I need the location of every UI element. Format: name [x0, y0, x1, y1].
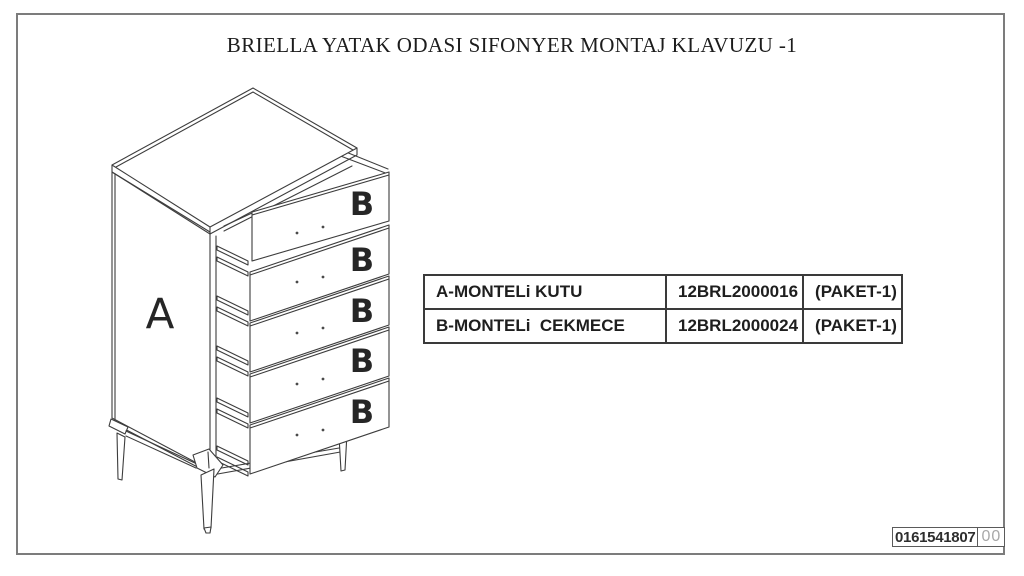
cabinet-legs	[108, 418, 224, 534]
drawer-label-4: B	[350, 342, 374, 380]
part-code: 12BRL2000016	[664, 274, 805, 310]
drawer-label-3: B	[350, 292, 374, 330]
document-code-box: 0161541807 00	[892, 527, 1006, 547]
front-left-leg-bracket	[192, 448, 224, 478]
page-title: BRIELLA YATAK ODASI SIFONYER MONTAJ KLAV…	[226, 33, 798, 57]
table-row: B-MONTELi CEKMECE 12BRL2000024 (PAKET-1)	[423, 308, 903, 344]
part-code: 12BRL2000024	[664, 308, 805, 344]
drawer-front-4: B	[249, 326, 390, 424]
front-left-leg	[200, 468, 215, 530]
cabinet-top-panel	[111, 87, 358, 235]
part-package: (PAKET-1)	[802, 308, 903, 344]
cabinet-label: A	[146, 290, 175, 339]
part-package: (PAKET-1)	[802, 274, 903, 310]
drawer-front-5: B	[249, 377, 390, 475]
revision-code: 00	[978, 527, 1006, 547]
drawer-rails	[216, 245, 249, 477]
parts-table: A-MONTELi KUTU 12BRL2000016 (PAKET-1) B-…	[423, 274, 903, 344]
drawer-label-1: B	[350, 185, 374, 223]
front-left-leg-foot	[203, 526, 212, 534]
table-row: A-MONTELi KUTU 12BRL2000016 (PAKET-1)	[423, 274, 903, 310]
drawer-front-2: B	[249, 224, 390, 322]
back-left-leg	[116, 432, 126, 481]
drawer-stack: B B B B B	[249, 171, 390, 475]
part-name: A-MONTELi KUTU	[423, 274, 667, 310]
document-code: 0161541807	[892, 527, 979, 547]
drawer-front-1-pulled: B	[251, 171, 390, 262]
drawer-label-2: B	[350, 241, 374, 279]
part-name: B-MONTELi CEKMECE	[423, 308, 667, 344]
drawer-label-5: B	[350, 393, 374, 431]
back-left-leg-cap	[108, 418, 129, 435]
cabinet-side-panel: A	[111, 171, 217, 474]
drawer-front-3: B	[249, 275, 390, 373]
